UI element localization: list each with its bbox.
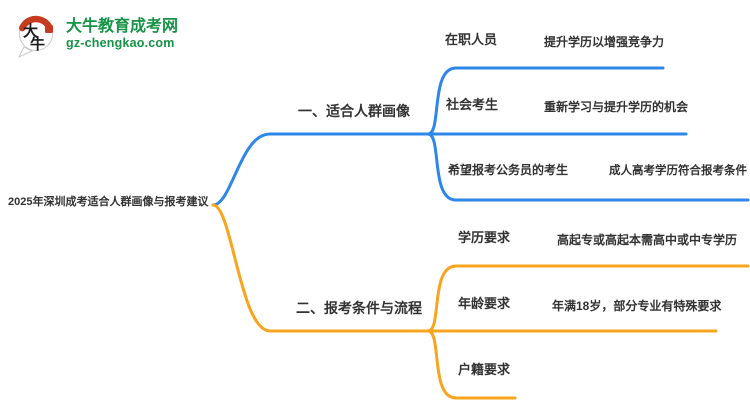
logo-char-bottom: 牛 (30, 35, 45, 53)
branch-2-label: 二、报考条件与流程 (296, 300, 422, 316)
site-url: gz-chengkao.com (66, 36, 175, 51)
logo: 大 牛 大牛教育成考网 gz-chengkao.com (14, 8, 178, 60)
logo-char-top: 大 (23, 22, 38, 40)
branch-1-child-3-label: 希望报考公务员的考生 (448, 163, 569, 177)
root-topic: 2025年深圳成考适合人群画像与报考建议 (8, 196, 209, 208)
branch-1-label: 一、适合人群画像 (298, 103, 410, 119)
branch-1-child-1-detail: 提升学历以增强竞争力 (544, 35, 665, 49)
branch-2-child-1-detail: 高起专或高起本需高中或中专学历 (557, 233, 738, 247)
branch-1-child-1-label: 在职人员 (445, 32, 498, 47)
branch-2-child-1-label: 学历要求 (458, 230, 511, 245)
branch-2-child-2-label: 年龄要求 (458, 296, 511, 311)
logo-bull-icon: 大 牛 (17, 15, 55, 59)
logo-text: 大牛教育成考网 gz-chengkao.com (66, 18, 178, 50)
site-name: 大牛教育成考网 (66, 17, 179, 35)
branch-1-child-2-label: 社会考生 (446, 97, 499, 112)
branch-1-child-2-detail: 重新学习与提升学历的机会 (544, 100, 689, 114)
branch-2-child-3-label: 户籍要求 (458, 362, 511, 377)
branch-2-child-2-detail: 年满18岁，部分专业有特殊要求 (552, 299, 722, 313)
branch-1-child-3-detail: 成人高考学历符合报考条件 (609, 165, 747, 177)
